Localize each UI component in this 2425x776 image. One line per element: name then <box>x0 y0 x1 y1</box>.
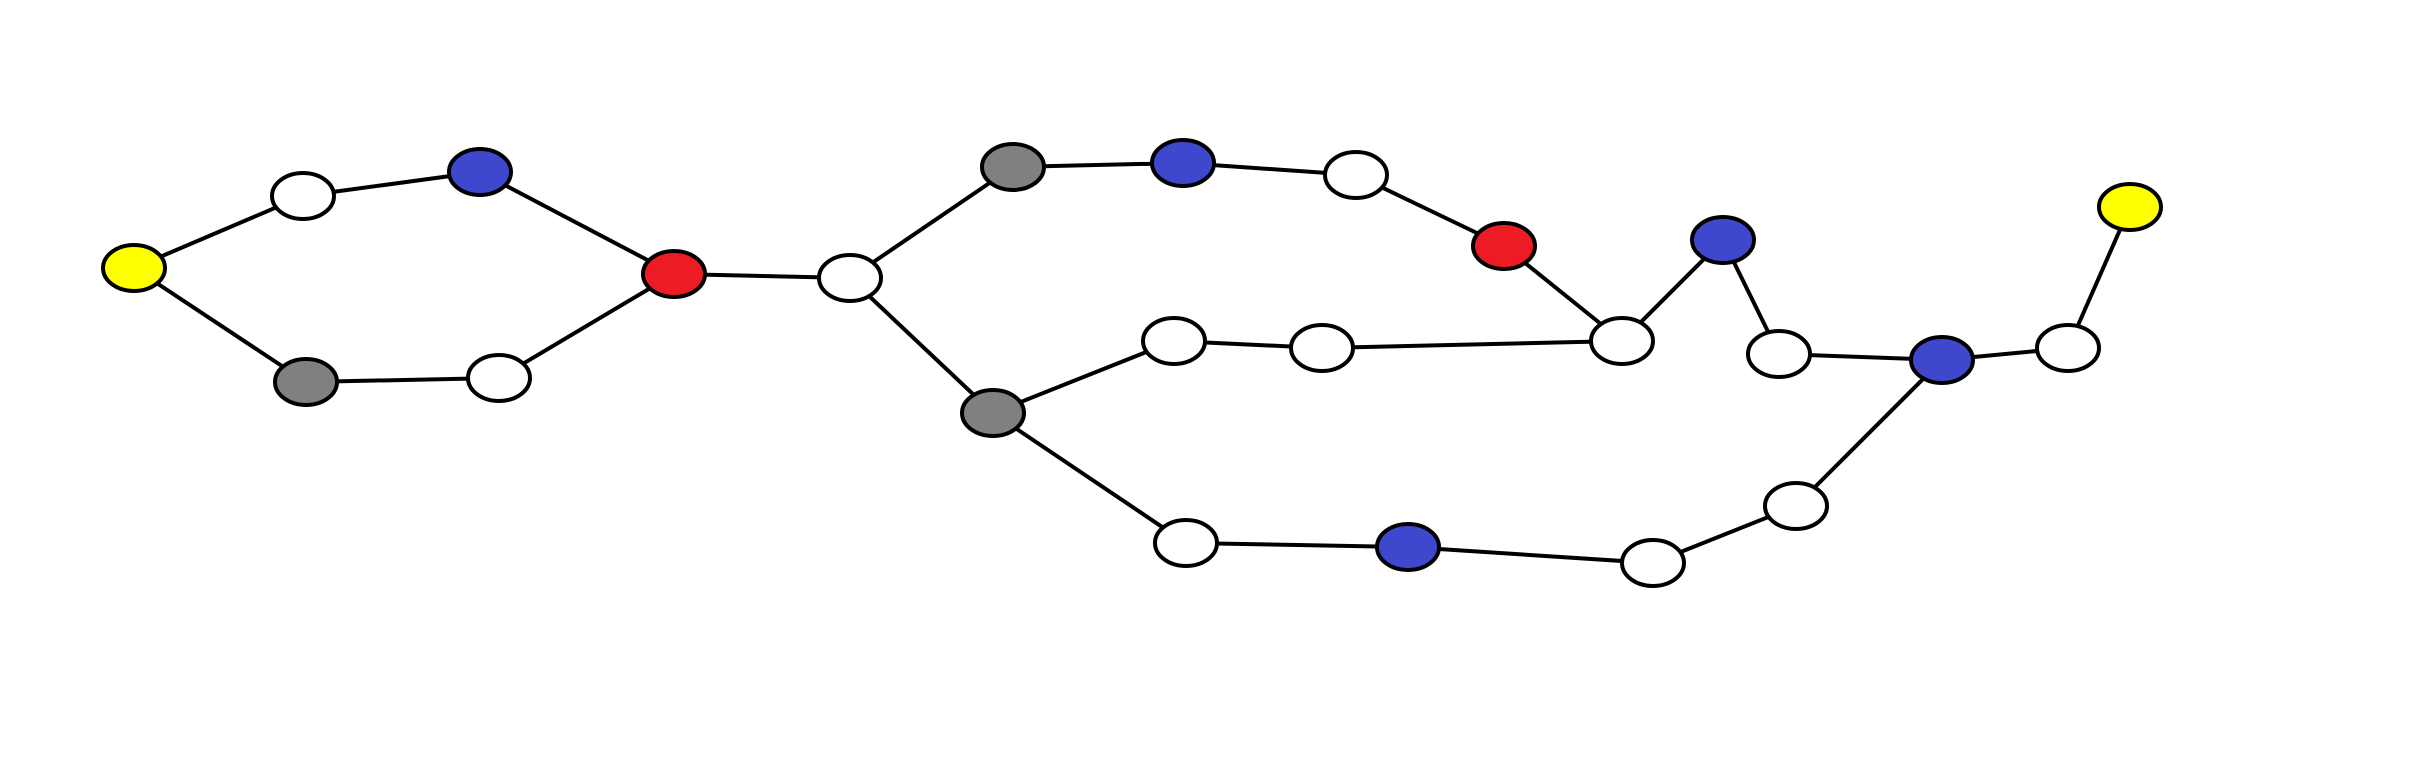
node-n23-white <box>1620 538 1686 588</box>
node-n21-white <box>1153 518 1219 568</box>
edge-n24-n15 <box>1794 358 1944 508</box>
node-n19-white <box>1141 316 1207 366</box>
node-n24-white <box>1763 481 1829 531</box>
edge-n1-n5 <box>132 266 308 384</box>
node-n9-blue <box>1150 138 1216 188</box>
node-n3-blue <box>447 147 513 197</box>
node-n6-white <box>466 353 532 403</box>
edge-n7-n8 <box>848 165 1015 280</box>
node-n14-white <box>1746 329 1812 379</box>
node-n16-white <box>2035 323 2101 373</box>
edge-n20-n12 <box>1321 339 1623 350</box>
edge-n18-n21 <box>991 411 1188 545</box>
node-n7-white <box>817 253 883 303</box>
node-n5-gray <box>273 357 339 407</box>
node-n11-red <box>1471 221 1537 271</box>
edge-n3-n4 <box>479 170 675 276</box>
edge-n22-n23 <box>1407 545 1654 565</box>
node-n20-white <box>1289 323 1355 373</box>
node-n22-blue <box>1375 522 1441 572</box>
edge-n6-n4 <box>497 272 676 380</box>
node-n8-gray <box>980 142 1046 192</box>
node-n12-white <box>1589 316 1655 366</box>
edges-layer <box>132 161 2132 565</box>
node-n10-white <box>1323 150 1389 200</box>
edge-n7-n18 <box>848 276 995 415</box>
nodes-layer <box>101 138 2163 588</box>
node-n18-gray <box>960 388 1026 438</box>
node-n1-yellow <box>101 243 167 293</box>
edge-n18-n19 <box>992 339 1175 415</box>
node-n15-blue <box>1909 335 1975 385</box>
node-n4-red <box>641 249 707 299</box>
node-n2-white <box>270 171 336 221</box>
node-n13-blue <box>1690 215 1756 265</box>
node-n17-yellow <box>2097 182 2163 232</box>
edge-n21-n22 <box>1185 541 1409 549</box>
